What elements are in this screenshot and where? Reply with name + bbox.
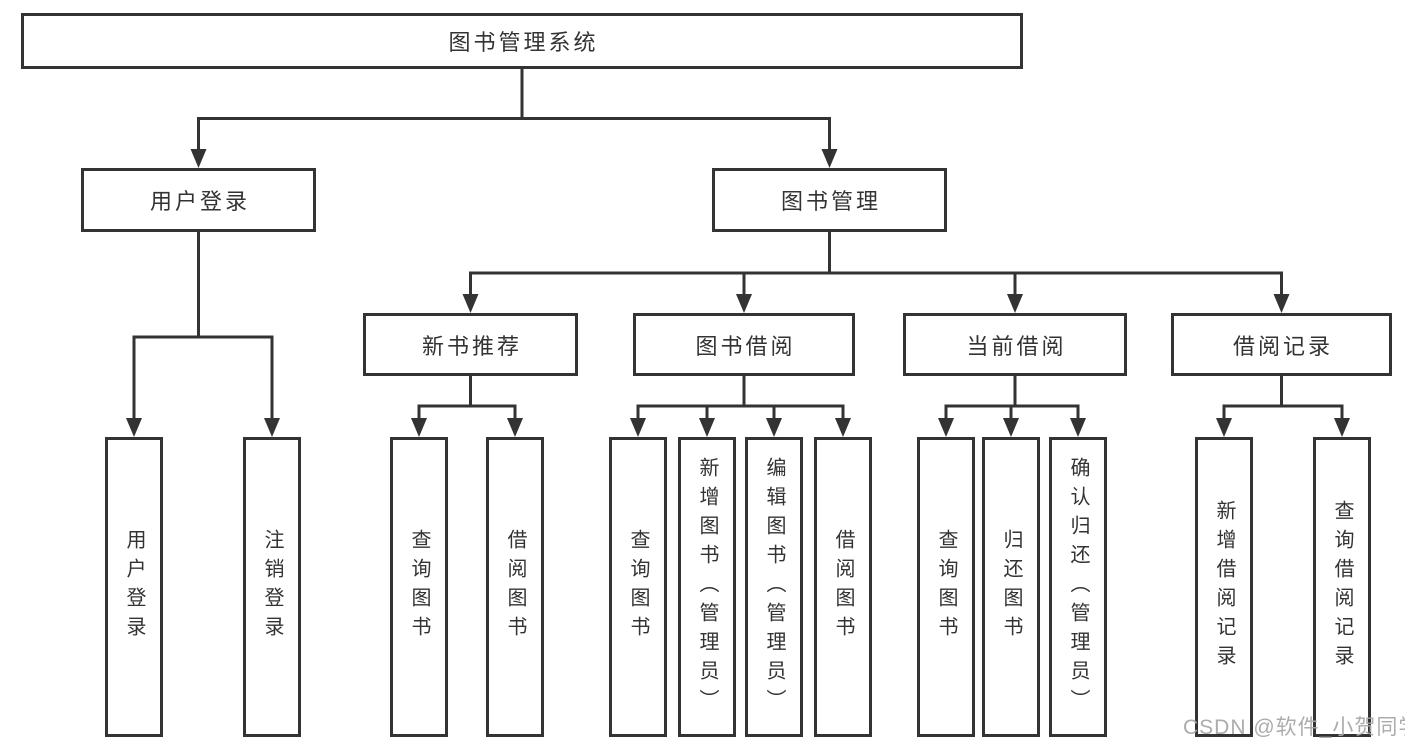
node-label: 新增借阅记录 [1213,500,1235,674]
leaf-confirm-return-admin: 确认归还（管理员） [1049,437,1107,737]
node-label: 当前借阅 [966,333,1067,359]
node-label: 新增图书（管理员） [696,456,718,718]
node-label: 用户登录 [123,529,145,645]
leaf-borrow-books-recommend: 借阅图书 [486,437,544,737]
leaf-query-books-borrowing: 查询图书 [609,437,667,737]
leaf-add-books-admin: 新增图书（管理员） [678,437,736,737]
node-label: 借阅记录 [1232,333,1333,359]
node-label: 确认归还（管理员） [1067,456,1089,718]
leaf-user-login: 用户登录 [105,437,163,737]
node-label: 查询图书 [935,529,957,645]
node-label: 新书推荐 [421,333,522,359]
node-label: 注销登录 [261,529,283,645]
node-label: 借阅图书 [504,529,526,645]
connector-segments [132,67,1344,426]
leaf-logout-login: 注销登录 [243,437,301,737]
node-label: 查询图书 [408,529,430,645]
leaf-query-books-current: 查询图书 [917,437,975,737]
node-library-management-system: 图书管理系统 [21,13,1023,69]
node-label: 归还图书 [1000,529,1022,645]
node-user-login: 用户登录 [81,168,316,232]
node-label: 图书借阅 [695,333,796,359]
watermark-text: CSDN @软件_小贺同学 [1183,716,1405,739]
leaf-edit-books-admin: 编辑图书（管理员） [745,437,803,737]
node-label: 查询借阅记录 [1331,500,1353,674]
node-label: 查询图书 [627,529,649,645]
node-label: 图书管理系统 [448,30,599,55]
node-label: 图书管理 [780,189,881,214]
leaf-return-books: 归还图书 [982,437,1040,737]
arrowheads [126,149,1350,437]
node-book-management: 图书管理 [712,168,947,232]
leaf-add-borrow-record: 新增借阅记录 [1195,437,1253,737]
node-current-borrowing: 当前借阅 [903,313,1127,376]
leaf-query-books-recommend: 查询图书 [390,437,448,737]
node-borrowing-records: 借阅记录 [1171,313,1392,376]
node-label: 用户登录 [149,189,250,214]
node-label: 编辑图书（管理员） [763,456,785,718]
node-label: 借阅图书 [832,529,854,645]
leaf-borrow-books-borrowing: 借阅图书 [814,437,872,737]
node-new-book-recommendation: 新书推荐 [363,313,578,376]
node-book-borrowing: 图书借阅 [633,313,855,376]
leaf-query-borrow-record: 查询借阅记录 [1313,437,1371,737]
